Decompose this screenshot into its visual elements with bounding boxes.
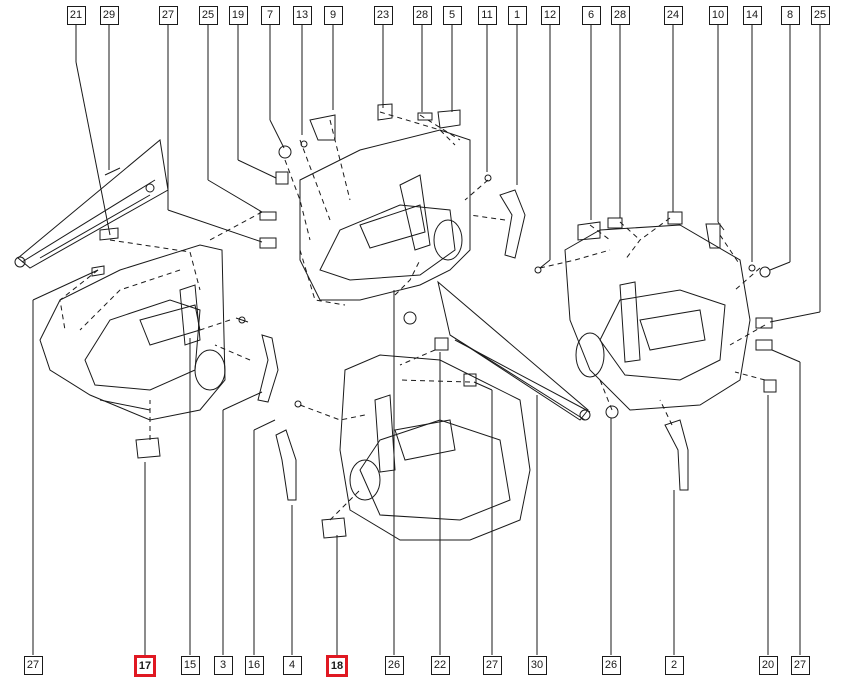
bottom-callout-26: 26	[601, 656, 621, 675]
rear-left-window-blind	[14, 139, 169, 269]
top-callout-24: 24	[663, 6, 683, 25]
top-callout-6: 6	[581, 6, 601, 25]
top-callout-10: 10	[708, 6, 728, 25]
top-callout-5: 5	[442, 6, 462, 25]
top-callout-21: 21	[66, 6, 86, 25]
rear-left-door-panel	[39, 244, 249, 459]
top-callout-25: 25	[198, 6, 218, 25]
top-callout-7: 7	[260, 6, 280, 25]
top-callout-23: 23	[373, 6, 393, 25]
bottom-callout-18: 18	[326, 655, 348, 677]
top-callout-13: 13	[292, 6, 312, 25]
window-blind-rail	[434, 280, 591, 421]
bottom-callout-17: 17	[134, 655, 156, 677]
bottom-callout-3: 3	[213, 656, 233, 675]
front-left-pull-handle	[499, 189, 526, 259]
top-callout-14: 14	[742, 6, 762, 25]
top-callout-25: 25	[810, 6, 830, 25]
top-callout-28: 28	[610, 6, 630, 25]
top-callout-11: 11	[477, 6, 497, 25]
bottom-callout-27: 27	[790, 656, 810, 675]
top-callout-19: 19	[228, 6, 248, 25]
bottom-callout-4: 4	[282, 656, 302, 675]
bottom-callout-27: 27	[482, 656, 502, 675]
bottom-callout-30: 30	[527, 656, 547, 675]
bottom-callout-15: 15	[180, 656, 200, 675]
rear-right-pull-handle	[275, 429, 297, 501]
leader-lines-top	[75, 24, 821, 323]
leader-lines-bottom	[32, 269, 801, 655]
top-callout-29: 29	[99, 6, 119, 25]
bottom-callout-27: 27	[23, 656, 43, 675]
bottom-callout-2: 2	[664, 656, 684, 675]
bottom-callout-20: 20	[758, 656, 778, 675]
front-left-door-panel	[259, 103, 492, 325]
top-callout-28: 28	[412, 6, 432, 25]
top-callout-12: 12	[540, 6, 560, 25]
front-right-pull-handle	[664, 419, 689, 491]
top-callout-1: 1	[507, 6, 527, 25]
bottom-callout-16: 16	[244, 656, 264, 675]
top-callout-9: 9	[323, 6, 343, 25]
top-callout-27: 27	[158, 6, 178, 25]
bottom-callout-26: 26	[384, 656, 404, 675]
front-right-door-panel	[534, 211, 777, 419]
bottom-callout-22: 22	[430, 656, 450, 675]
rear-right-door-panel	[294, 354, 531, 541]
rear-left-pull-handle	[257, 334, 279, 403]
top-callout-8: 8	[780, 6, 800, 25]
